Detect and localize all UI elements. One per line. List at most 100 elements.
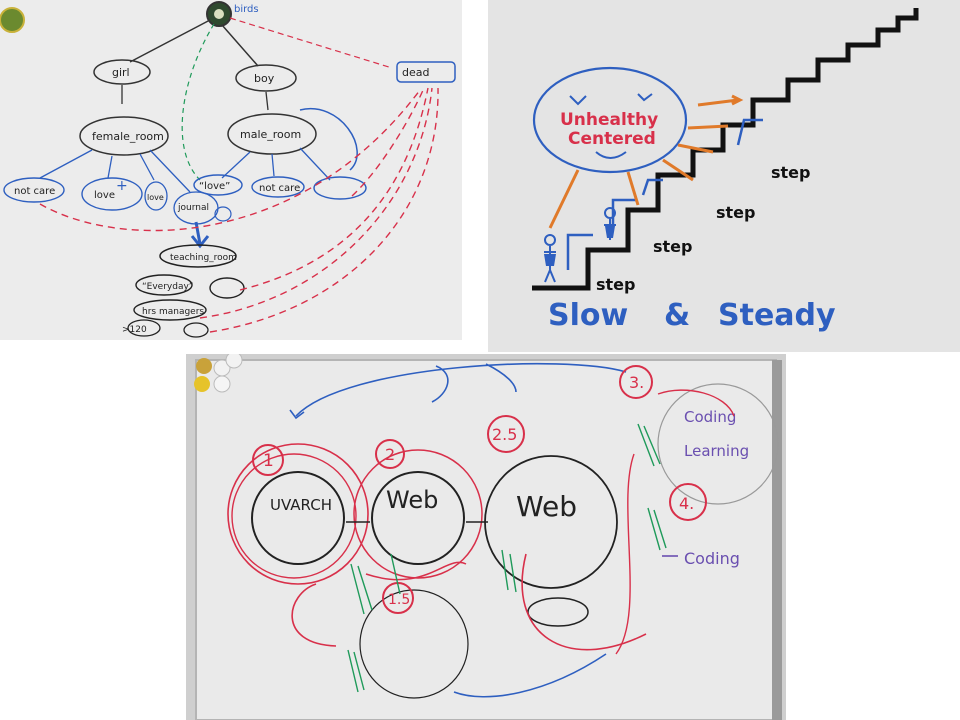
step-label-3: step [716, 203, 755, 222]
motto-ampersand: & [664, 298, 690, 333]
whiteboard-plan: 1 UVARCH 2 Web 2.5 Web 1.5 3. Co [186, 354, 786, 720]
coding-learning-line1: Coding [684, 408, 736, 426]
number-circle-1 [252, 444, 284, 476]
circle-1-5 [359, 589, 469, 699]
root-node-core [214, 9, 224, 19]
not-care-left-node [3, 177, 65, 203]
gt120-label: >120 [122, 325, 147, 335]
web-circle-1 [371, 471, 465, 565]
number-1-5-label: 1.5 [388, 592, 410, 608]
magnet-icon [225, 354, 243, 369]
orange-arrow [548, 169, 580, 229]
hrs-manager-label: hrs managers [142, 307, 204, 317]
red-curve-3 [657, 389, 735, 417]
face-eyes-icon [569, 93, 653, 106]
stairs-drawing: Unhealthy Centered step step step step S… [532, 8, 919, 333]
teaching-empty-node [209, 277, 245, 299]
journal-label: journal [177, 203, 209, 213]
red-curve-mid [365, 561, 467, 581]
boy-node [235, 64, 297, 92]
tree-diagram-drawing: birds girl boy dead female_room male_roo… [0, 1, 456, 338]
edge-fr-love [107, 155, 113, 179]
plus-icon: + [116, 178, 128, 194]
magnet-icon [196, 358, 212, 374]
edge-mr-notcare [271, 153, 275, 177]
number-1-label: 1 [263, 451, 274, 471]
number-3-label: 3. [629, 373, 644, 392]
orange-arrowhead-icon [731, 94, 744, 106]
centered-label: Centered [568, 129, 656, 149]
badge-icon [0, 7, 25, 33]
red-curve-2 [239, 87, 429, 291]
red-ring-1 [227, 443, 369, 585]
edge-journal-teaching [194, 221, 202, 245]
edge-root-boy [221, 24, 259, 67]
magnet-icon [213, 375, 231, 393]
number-circle-2-5 [487, 415, 525, 453]
red-curve-4 [209, 87, 439, 333]
male-room-label: male_room [240, 128, 301, 141]
board-frame [772, 360, 782, 720]
love-quoted-label: “love” [199, 181, 230, 192]
red-ring-2 [353, 449, 483, 579]
teaching-room-node [159, 244, 237, 268]
number-4-label: 4. [679, 494, 694, 513]
web-label-1: Web [386, 486, 438, 514]
step-label-1: step [596, 275, 635, 294]
coding-learning-line2: Learning [684, 442, 749, 460]
web-sub-node [527, 597, 589, 627]
step-label-4: step [771, 163, 810, 182]
not-care-left-label: not care [14, 186, 55, 197]
green-hatch [637, 423, 661, 467]
orange-arrow [662, 158, 694, 182]
love-quoted-node [193, 174, 243, 196]
edge-fr-love2 [139, 153, 155, 181]
blue-top-arrow [295, 362, 627, 417]
red-curve-5 [351, 87, 425, 197]
step-label-2: step [653, 237, 692, 256]
love-small-label: love [147, 193, 164, 202]
red-curve-right [615, 453, 635, 655]
web-circle-2 [484, 455, 618, 589]
orange-arrow [677, 143, 714, 154]
empty-right-node [313, 176, 367, 200]
green-hatch [350, 553, 401, 615]
hrs-manager-node [133, 299, 207, 321]
edge-mr-love [221, 151, 251, 179]
person-icon [604, 207, 616, 240]
red-curve-1 [39, 89, 421, 232]
web-label-2: Web [516, 490, 577, 523]
red-curve-3 [199, 87, 433, 319]
love-left-label: love [94, 190, 115, 201]
dead-label: dead [402, 66, 429, 79]
green-hatch [501, 549, 517, 593]
male-room-loop [299, 107, 358, 171]
motto-slow: Slow [548, 298, 628, 333]
love-small-node [144, 181, 168, 211]
orange-arrow [687, 124, 729, 130]
magnet-icon [194, 376, 210, 392]
gt120-node [127, 319, 161, 337]
motto-steady: Steady [718, 298, 836, 333]
board-surface [195, 359, 777, 720]
red-curve-left [291, 583, 337, 647]
number-circle-4 [669, 483, 707, 521]
small-leaf-node [183, 322, 209, 338]
red-curve-web [521, 553, 647, 651]
edge-fr-notcare [39, 149, 93, 179]
female-room-label: female_room [92, 130, 164, 143]
number-circle-2 [375, 439, 405, 469]
whiteboard-stairs: Unhealthy Centered step step step step S… [488, 0, 960, 352]
girl-label: girl [112, 66, 130, 79]
everyday-node [135, 274, 193, 296]
boy-label: boy [254, 72, 275, 85]
edge-fr-journal [149, 149, 191, 193]
green-dashed-edge [181, 23, 215, 181]
number-2-label: 2 [385, 445, 395, 464]
edge-mr-other [299, 147, 331, 181]
arrowhead-icon [190, 235, 210, 249]
unhealthy-label: Unhealthy [560, 110, 658, 130]
coding-learning-circle [657, 383, 779, 505]
blue-arrow-mid [431, 365, 449, 403]
small-node [214, 206, 232, 222]
